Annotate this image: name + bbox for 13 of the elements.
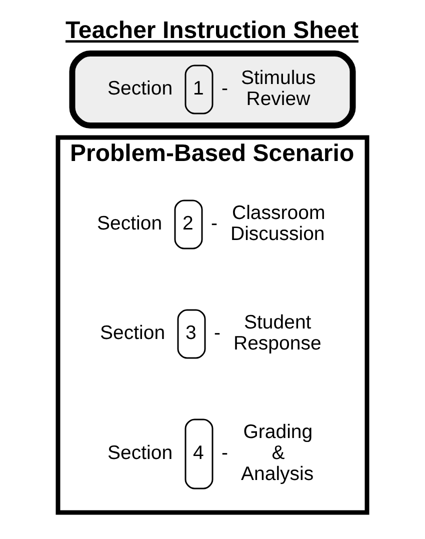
- node-label: Grading & Analysis: [241, 421, 314, 486]
- node-label: Classroom Discussion: [230, 202, 326, 246]
- node-label: -: [214, 322, 220, 344]
- node-box: 3: [177, 309, 206, 359]
- node-label: Section: [97, 212, 162, 235]
- node-label: -: [211, 212, 218, 235]
- node-label: Section: [100, 322, 166, 344]
- diagram-title: Teacher Instruction Sheet: [66, 17, 358, 44]
- node-label: Section: [108, 442, 173, 464]
- node-box: 2: [174, 200, 203, 250]
- node-box: 4: [184, 418, 214, 490]
- node-label: -: [222, 442, 228, 464]
- node-label: Student Response: [234, 312, 322, 355]
